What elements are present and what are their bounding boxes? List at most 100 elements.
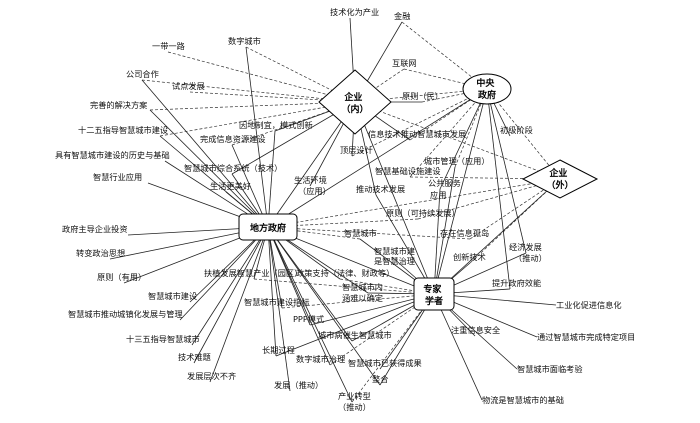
hub-central-government-shape (462, 73, 512, 105)
hub-expert-scholar: 专家 学者 (423, 283, 444, 307)
concept-label: 原则（可持续发展） (386, 208, 460, 218)
concept-label: 是智慧治理 (374, 256, 415, 266)
dashed-connector (281, 293, 435, 309)
concept-label: 初级阶段 (500, 125, 533, 135)
solid-connector (354, 101, 435, 295)
concept-label: 生活环境 (294, 175, 327, 185)
concept-label: 生活更美好 (210, 181, 251, 191)
concept-label: 应用 (430, 190, 446, 200)
dashed-connector (486, 88, 561, 180)
concept-label: 完成信息资源建设 (200, 134, 266, 144)
concept-label: 智慧城市建 (374, 246, 415, 256)
concept-label: 技术化为产业 (330, 7, 379, 17)
concept-label: 智慧行业应用 (93, 172, 142, 182)
concept-label: 发展（推动） (274, 380, 323, 390)
concept-label: 顶层设计 (340, 145, 373, 155)
concept-label: 工业化促进信息化 (556, 300, 622, 310)
concept-label: 存在信息孤岛 (440, 228, 489, 238)
concept-label: 十三五指导智慧城市 (126, 334, 200, 344)
dashed-connector (329, 293, 435, 366)
hub-local-government: 地方政府 (250, 222, 286, 234)
concept-label: 创新技术 (453, 252, 486, 262)
solid-connector (267, 226, 381, 386)
concept-label: 信息技术推动智慧城市发展 (368, 129, 466, 139)
concept-label: 智慧城市 (344, 228, 377, 238)
solid-connector (267, 226, 353, 403)
concept-label: 智慧城市面临考验 (517, 364, 583, 374)
dashed-connector (167, 51, 356, 103)
concept-label: 一带一路 (152, 41, 185, 51)
concept-label: 完善的解决方案 (90, 100, 147, 110)
dashed-connector (159, 101, 356, 137)
solid-connector (141, 79, 269, 228)
concept-label: 数字城市治理 (296, 354, 345, 364)
dashed-connector (267, 226, 471, 240)
solid-connector (267, 226, 353, 342)
solid-connector (267, 226, 331, 366)
dashed-connector (354, 101, 561, 180)
concept-label: 推动技术发展 (356, 184, 405, 194)
concept-label: （推动） (338, 402, 371, 412)
concept-label: 智慧城市推动城镇化发展与管理 (68, 309, 183, 319)
concept-label: 数字城市 (228, 36, 261, 46)
hub-local-government-shape (238, 213, 298, 241)
concept-label: 原则（民） (402, 91, 443, 101)
solid-connector (433, 178, 561, 295)
solid-connector (231, 144, 269, 228)
concept-label: 经济发展 (509, 242, 542, 252)
concept-label-layer: 技术化为产业 金融 数字城市 一带一路 互联网 公司合作 试点发展 原则（民） … (55, 7, 635, 412)
hub-enterprise-outer: 企业 （外） (546, 167, 573, 191)
dashed-connector (409, 88, 488, 178)
concept-label: 注重信息安全 (451, 325, 500, 335)
concept-label: 扶植发展智慧产业（园区） (204, 268, 302, 278)
concept-label: 公共服务 (428, 178, 461, 188)
solid-connector (275, 293, 435, 357)
hub-central-government: 中央 政府 (476, 77, 497, 101)
concept-label: 十二五指导智慧城市建设 (78, 125, 168, 135)
concept-label: 互联网 (392, 58, 417, 68)
dashed-connector (339, 278, 435, 295)
concept-label: 发展层次不齐 (187, 371, 236, 381)
dashed-connector (351, 88, 488, 157)
concept-label: 智慧基础设施建设 (375, 166, 441, 176)
dashed-connector (267, 178, 561, 228)
hub-enterprise-inner-shape (318, 69, 392, 135)
concept-label: 试点发展 (172, 81, 205, 91)
concept-label: 整合 (372, 374, 388, 384)
solid-connector (433, 188, 441, 295)
solid-connector (193, 226, 269, 364)
solid-connector (486, 88, 527, 254)
solid-connector (245, 46, 269, 228)
solid-connector (267, 226, 291, 392)
concept-label: 政府主导企业投资 (62, 224, 128, 234)
concept-label: 通过智慧城市完成特定项目 (537, 332, 635, 342)
solid-connector (179, 226, 269, 321)
concept-label: 涵难以确定 (342, 293, 383, 303)
concept-label: 智慧城市已获得成果 (348, 358, 422, 368)
concept-label: 因地制宜，模式创新 (239, 120, 313, 130)
concept-label: 政策支持（法律、财政等） (296, 268, 394, 278)
solid-connector (267, 226, 277, 357)
concept-label: 转变政治思想 (76, 248, 125, 258)
concept-label: 技术难题 (178, 352, 211, 362)
concept-label: 物流是智慧城市的基础 (482, 395, 564, 405)
solid-connector (149, 109, 269, 228)
hub-expert-scholar-shape (413, 277, 455, 311)
concept-label: PPP模式 (293, 314, 324, 324)
concept-label: 智慧城市建设指标 (244, 297, 310, 307)
concept-label: 智慧城市内 (342, 282, 383, 292)
dashed-connector (231, 101, 356, 146)
concept-label: 原则（有用） (97, 272, 146, 282)
concept-label: 具有智慧城市建设的历史与基础 (55, 150, 170, 160)
solid-connector (267, 88, 488, 228)
concept-label: 提升政府效能 (492, 278, 541, 288)
solid-connector (267, 130, 276, 228)
solid-connector (433, 88, 488, 295)
dashed-connector (253, 278, 435, 295)
solid-connector (191, 226, 269, 346)
solid-connector (209, 226, 269, 383)
concept-label: 城市病催生智慧城市 (318, 330, 392, 340)
dashed-connector (351, 293, 435, 403)
